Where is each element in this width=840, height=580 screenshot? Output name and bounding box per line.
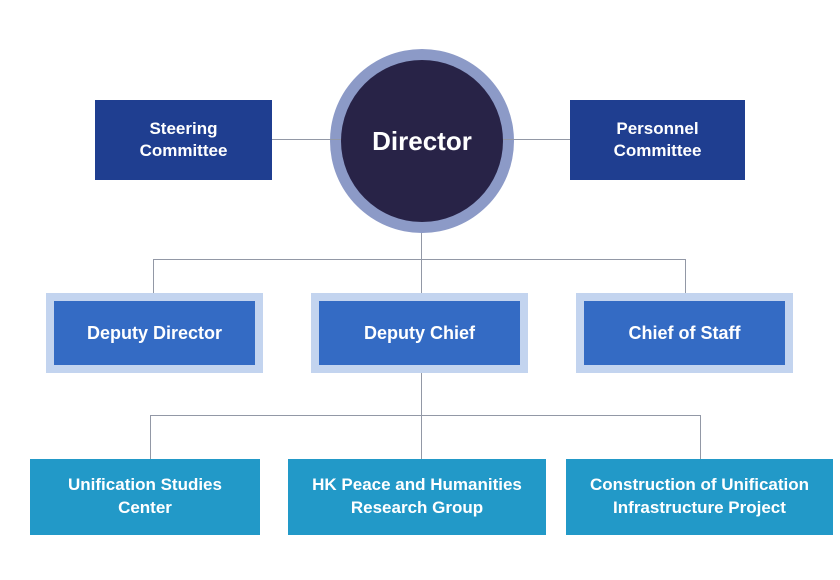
connector-drop-unification-studies (150, 415, 151, 460)
personnel-committee-node: Personnel Committee (570, 100, 745, 180)
connector-director-down (421, 230, 422, 294)
chief-of-staff-label: Chief of Staff (628, 322, 741, 343)
construction-unification-node: Construction of Unification Infrastructu… (566, 459, 833, 535)
construction-unification-label: Construction of Unification Infrastructu… (589, 475, 810, 517)
connector-deputy-chief-down (421, 373, 422, 460)
connector-units-branch (150, 415, 701, 416)
deputy-director-box: Deputy Director (54, 301, 255, 365)
connector-drop-deputy-director (153, 259, 154, 294)
chief-of-staff-box: Chief of Staff (584, 301, 785, 365)
deputy-chief-box: Deputy Chief (319, 301, 520, 365)
deputy-director-node: Deputy Director (46, 293, 263, 373)
unification-studies-center-node: Unification Studies Center (30, 459, 260, 535)
unification-studies-center-label: Unification Studies Center (68, 475, 222, 517)
deputy-chief-label: Deputy Chief (363, 322, 475, 343)
connector-drop-construction-project (700, 415, 701, 460)
hk-peace-humanities-label: HK Peace and Humanities Research Group (312, 475, 522, 517)
personnel-committee-label: Personnel Committee (613, 118, 702, 160)
connector-drop-chief-of-staff (685, 259, 686, 294)
director-node: Director (341, 60, 503, 222)
steering-committee-label: Steering Committee (139, 118, 228, 160)
connector-management-branch (153, 259, 685, 260)
deputy-director-label: Deputy Director (86, 322, 223, 343)
director-label: Director (372, 125, 472, 156)
deputy-chief-node: Deputy Chief (311, 293, 528, 373)
chief-of-staff-node: Chief of Staff (576, 293, 793, 373)
hk-peace-humanities-node: HK Peace and Humanities Research Group (288, 459, 546, 535)
steering-committee-node: Steering Committee (95, 100, 272, 180)
